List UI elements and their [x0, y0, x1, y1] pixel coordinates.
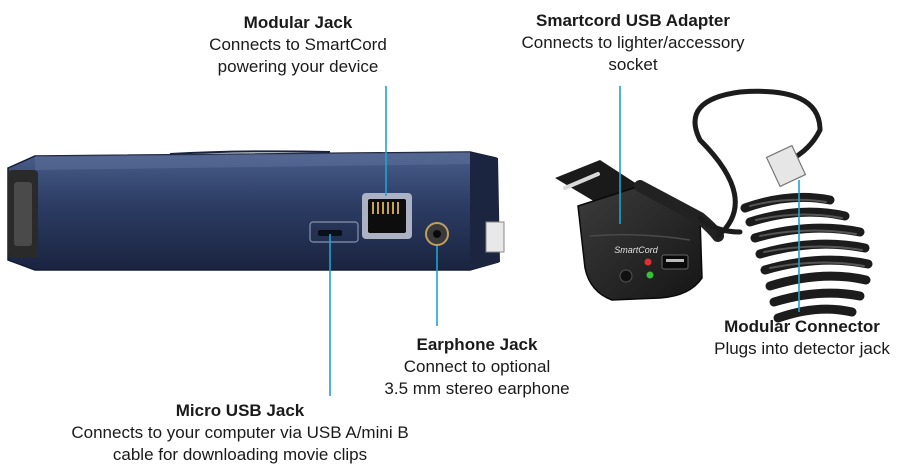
- detector-device: [7, 150, 505, 271]
- leader-lines: [329, 86, 800, 396]
- smartcord-adapter-callout: Smartcord USB Adapter Connects to lighte…: [488, 10, 778, 76]
- micro-usb-port: [318, 230, 342, 236]
- modular-jack-callout: Modular Jack Connects to SmartCord power…: [178, 12, 418, 78]
- modular-jack-desc-line1: Connects to SmartCord: [209, 35, 387, 54]
- modular-connector-callout: Modular Connector Plugs into detector ja…: [692, 316, 912, 360]
- micro-usb-jack-title: Micro USB Jack: [175, 401, 305, 420]
- smartcord-adapter-desc-line1: Connects to lighter/accessory: [521, 33, 745, 52]
- micro-usb-jack-callout: Micro USB Jack Connects to your computer…: [20, 400, 460, 466]
- earphone-jack-desc-line2: 3.5 mm stereo earphone: [384, 379, 570, 398]
- modular-connector-desc-line1: Plugs into detector jack: [714, 339, 890, 358]
- earphone-jack-title: Earphone Jack: [416, 335, 538, 354]
- adapter-red-led: [644, 258, 652, 266]
- modular-jack-desc-line2: powering your device: [217, 57, 379, 76]
- smartcord-adapter-desc-line2: socket: [608, 55, 658, 74]
- coiled-cord: [692, 88, 873, 323]
- earphone-jack-callout: Earphone Jack Connect to optional 3.5 mm…: [352, 334, 602, 400]
- device-side-latch: [485, 221, 505, 253]
- smartcord-adapter-title: Smartcord USB Adapter: [536, 11, 730, 30]
- modular-jack-title: Modular Jack: [243, 13, 353, 32]
- modular-connector-title: Modular Connector: [724, 317, 880, 336]
- adapter-brand-text: SmartCord: [614, 245, 659, 255]
- adapter-green-led: [646, 271, 654, 279]
- modular-connector-plug: [765, 144, 807, 188]
- micro-usb-jack-desc-line1: Connects to your computer via USB A/mini…: [71, 423, 409, 442]
- micro-usb-jack-desc-line2: cable for downloading movie clips: [112, 445, 368, 464]
- smartcord-adapter: SmartCord: [555, 160, 724, 301]
- earphone-jack-desc-line1: Connect to optional: [403, 357, 551, 376]
